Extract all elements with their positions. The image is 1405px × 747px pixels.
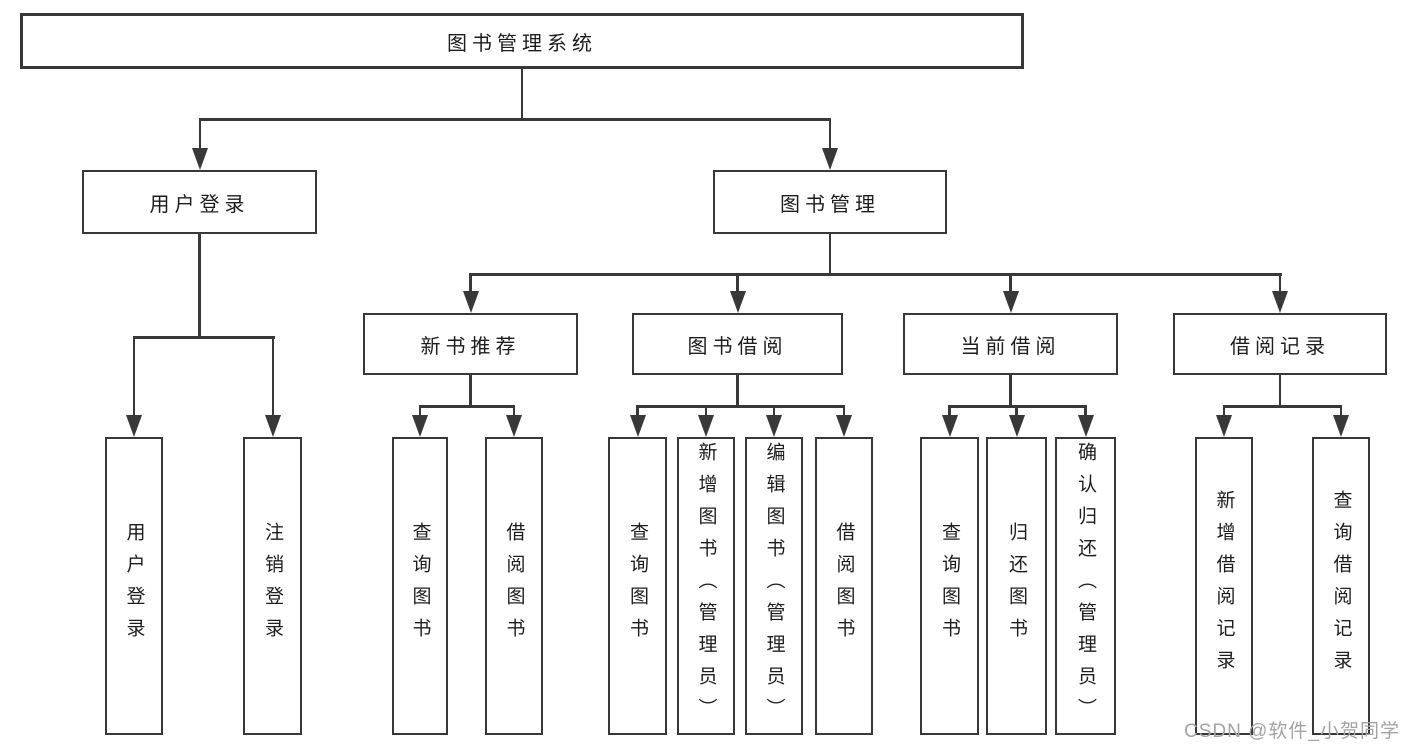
connector-line [418, 405, 422, 417]
leaf-confirm-return-admin-label: 确认归还（管理员） [1075, 442, 1096, 730]
arrow-down-icon [836, 415, 852, 437]
connector-line [1222, 405, 1343, 408]
arrow-down-icon [265, 415, 281, 437]
connector-line [636, 405, 846, 408]
arrow-down-icon [698, 415, 714, 437]
leaf-user-login-label: 用户登录 [123, 522, 145, 650]
arrow-down-icon [1077, 415, 1094, 437]
connector-line [132, 336, 275, 339]
leaf-add-borrow-record: 新增借阅记录 [1195, 437, 1253, 735]
connector-line [198, 118, 832, 121]
connector-line [198, 234, 201, 336]
leaf-query-books-borrowing-label: 查询图书 [627, 522, 648, 650]
leaf-query-books-recommend-label: 查询图书 [409, 522, 431, 650]
arrow-down-icon [629, 415, 646, 437]
node-current-borrowing: 当前借阅 [903, 313, 1118, 375]
node-book-borrowing: 图书借阅 [632, 313, 843, 375]
connector-line [469, 375, 472, 405]
connector-line [512, 405, 516, 417]
leaf-confirm-return-admin: 确认归还（管理员） [1055, 437, 1116, 735]
node-library-system-label: 图书管理系统 [447, 32, 597, 55]
arrow-down-icon [729, 291, 746, 313]
arrow-down-icon [192, 148, 208, 170]
node-new-book-recommendation: 新书推荐 [363, 313, 578, 375]
connector-line [418, 405, 516, 408]
arrow-down-icon [1216, 415, 1232, 437]
connector-line [520, 69, 524, 118]
leaf-return-books-label: 归还图书 [1006, 522, 1027, 650]
leaf-query-borrow-record-label: 查询借阅记录 [1330, 490, 1352, 682]
arrow-down-icon [412, 415, 428, 437]
connector-line [948, 405, 951, 417]
node-book-borrowing-label: 图书借阅 [687, 335, 788, 358]
connector-line [1222, 405, 1226, 417]
node-borrowing-records: 借阅记录 [1173, 313, 1387, 375]
connector-line [1278, 273, 1282, 293]
csdn-watermark: CSDN @软件_小贺同学 [1184, 721, 1400, 742]
connector-line [1015, 405, 1018, 417]
node-library-system: 图书管理系统 [20, 13, 1024, 69]
arrow-down-icon [126, 415, 142, 437]
arrow-down-icon [462, 291, 479, 313]
arrow-down-icon [1002, 291, 1019, 313]
connector-line [271, 336, 275, 417]
node-new-book-recommendation-label: 新书推荐 [420, 335, 521, 358]
connector-line [636, 405, 639, 417]
connector-line [1339, 405, 1343, 417]
connector-line [1278, 375, 1282, 405]
leaf-user-login: 用户登录 [105, 437, 163, 735]
node-book-management: 图书管理 [713, 170, 947, 234]
connector-line [1009, 273, 1012, 293]
connector-line [704, 405, 708, 417]
leaf-edit-books-admin-label: 编辑图书（管理员） [763, 442, 785, 730]
connector-line [198, 118, 202, 150]
leaf-query-books-borrowing: 查询图书 [608, 437, 667, 735]
leaf-logout-label: 注销登录 [262, 522, 283, 650]
arrow-down-icon [1272, 291, 1288, 313]
connector-line [1009, 375, 1012, 405]
leaf-query-books-current: 查询图书 [920, 437, 979, 735]
leaf-borrow-books-recommend-label: 借阅图书 [503, 522, 525, 650]
connector-line [842, 405, 846, 417]
leaf-add-borrow-record-label: 新增借阅记录 [1213, 490, 1235, 682]
arrow-down-icon [766, 415, 782, 437]
arrow-down-icon [822, 148, 838, 170]
connector-line [1084, 405, 1087, 417]
connector-line [772, 405, 776, 417]
node-book-management-label: 图书管理 [780, 193, 880, 216]
connector-line [132, 336, 136, 417]
connector-line [469, 273, 472, 293]
arrow-down-icon [1333, 415, 1349, 437]
connector-line [828, 234, 832, 273]
node-user-login: 用户登录 [82, 170, 317, 234]
leaf-borrow-books-label: 借阅图书 [833, 522, 855, 650]
arrow-down-icon [1008, 415, 1025, 437]
leaf-return-books: 归还图书 [986, 437, 1047, 735]
node-borrowing-records-label: 借阅记录 [1230, 335, 1330, 358]
connector-line [469, 273, 1282, 276]
leaf-add-books-admin-label: 新增图书（管理员） [695, 442, 717, 730]
leaf-borrow-books: 借阅图书 [815, 437, 873, 735]
leaf-query-books-recommend: 查询图书 [392, 437, 448, 735]
leaf-borrow-books-recommend: 借阅图书 [485, 437, 543, 735]
connector-line [736, 273, 739, 293]
leaf-add-books-admin: 新增图书（管理员） [677, 437, 735, 735]
arrow-down-icon [941, 415, 958, 437]
connector-line [736, 375, 739, 405]
leaf-query-books-current-label: 查询图书 [939, 522, 960, 650]
arrow-down-icon [506, 415, 522, 437]
node-user-login-label: 用户登录 [149, 193, 250, 216]
node-current-borrowing-label: 当前借阅 [960, 335, 1061, 358]
leaf-query-borrow-record: 查询借阅记录 [1312, 437, 1370, 735]
connector-line [828, 118, 832, 150]
leaf-edit-books-admin: 编辑图书（管理员） [745, 437, 803, 735]
leaf-logout: 注销登录 [243, 437, 302, 735]
